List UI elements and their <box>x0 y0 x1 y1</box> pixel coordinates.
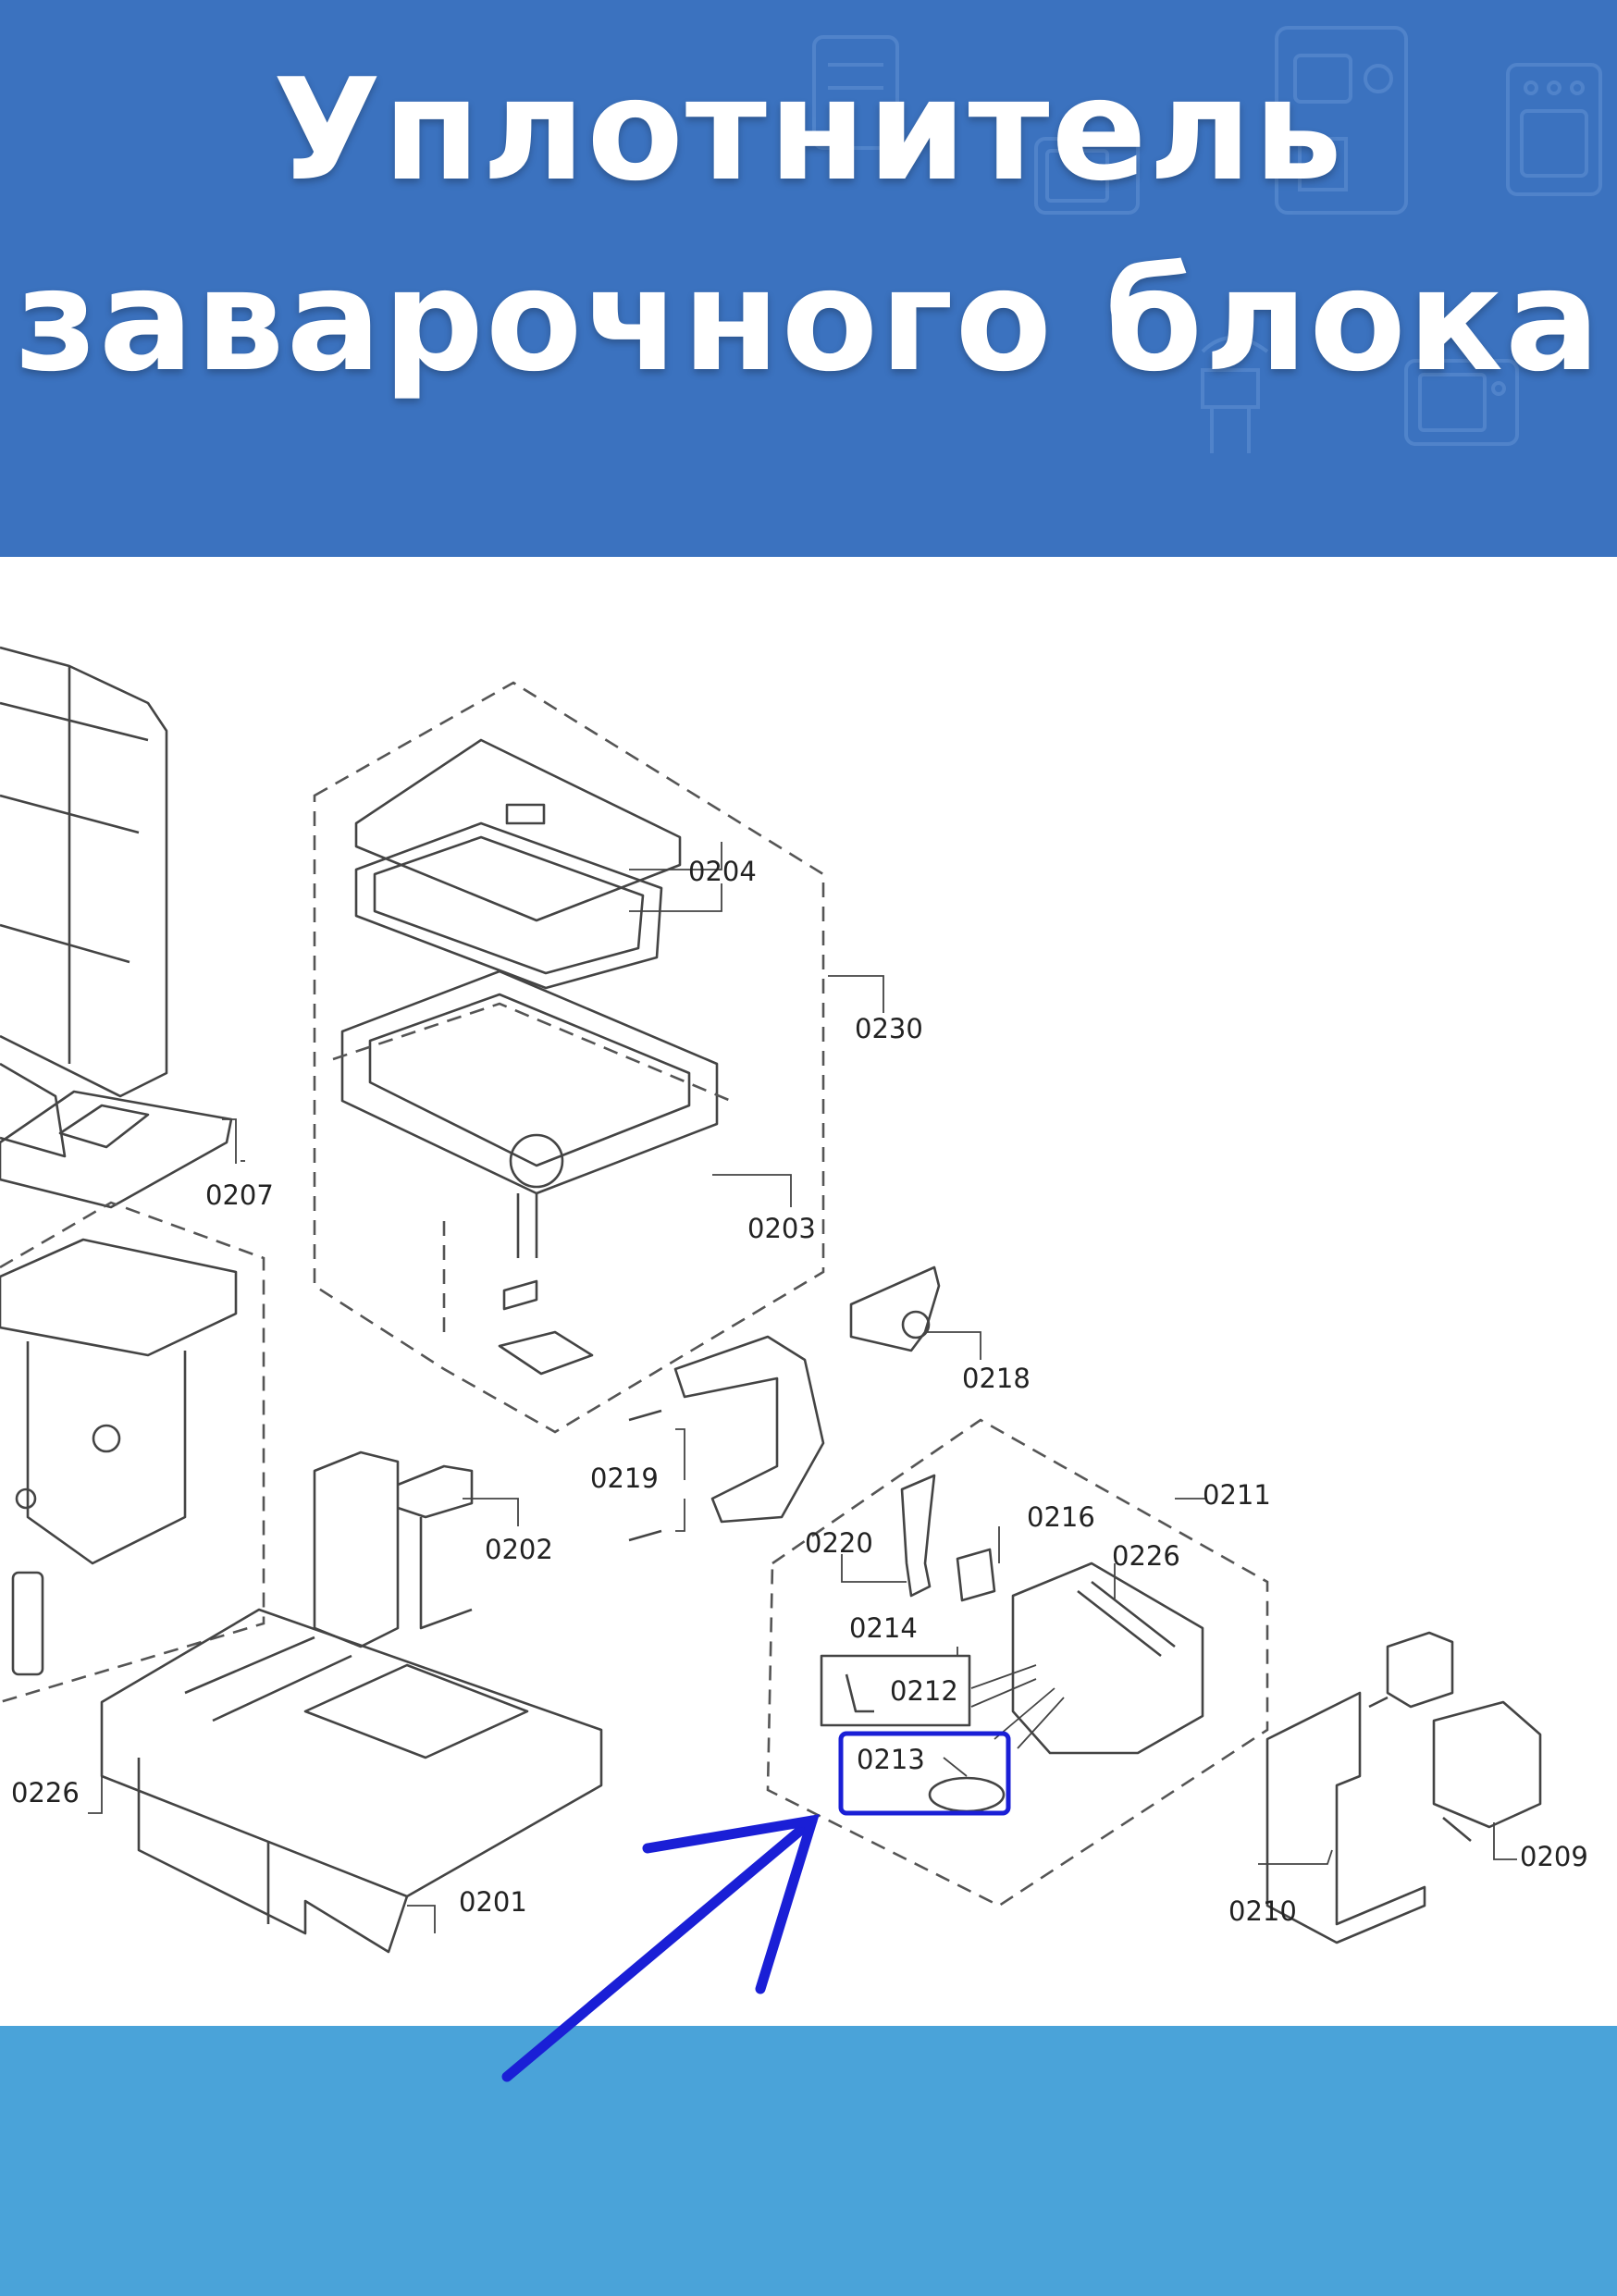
callout-0207: 0207 <box>205 1179 274 1211</box>
callout-0220: 0220 <box>805 1527 873 1559</box>
microwave-icon <box>1034 137 1140 215</box>
machine-frame <box>0 646 168 1158</box>
callout-0215: 0216 <box>1027 1501 1095 1533</box>
part-0207 <box>0 1090 237 1209</box>
callout-0211: 0211 <box>1203 1479 1271 1511</box>
part-base <box>88 1608 603 1954</box>
microwave-icon <box>1404 359 1519 446</box>
mixer-icon <box>1201 336 1269 453</box>
callout-0214: 0214 <box>849 1612 918 1644</box>
callout-0202: 0202 <box>485 1534 553 1565</box>
oven-icon <box>1506 63 1602 196</box>
callout-0219: 0219 <box>590 1463 659 1494</box>
part-0220 <box>841 1474 936 1598</box>
coffee-machine-icon <box>1275 26 1408 215</box>
callout-0218: 0218 <box>962 1363 1031 1394</box>
callout-0213: 0213 <box>857 1744 925 1775</box>
callout-0201: 0201 <box>459 1886 527 1918</box>
callout-0203: 0203 <box>747 1213 816 1244</box>
callout-0212: 0212 <box>890 1675 958 1707</box>
title-line-1: Уплотнитель <box>272 48 1345 212</box>
part-container <box>0 1238 238 1676</box>
background-appliance-icons <box>812 26 1602 453</box>
callout-0230: 0230 <box>855 1013 923 1044</box>
title-line-2: заварочного блока <box>15 239 1602 402</box>
part-0209 <box>1368 1631 1542 1860</box>
part-0219 <box>628 1335 825 1542</box>
part-0215 <box>956 1526 1000 1602</box>
callout-labels: 0204 0230 0207 0203 0218 0219 0211 0216 … <box>11 856 1588 1927</box>
part-0204 <box>354 738 722 990</box>
exploded-parts-diagram: 0204 0230 0207 0203 0218 0219 0211 0216 … <box>0 557 1617 2026</box>
parts-drawing <box>0 646 1542 1954</box>
header-banner: Уплотнитель заварочного блока <box>0 0 1617 557</box>
part-drip-pieces <box>498 1279 594 1376</box>
part-0203 <box>340 969 792 1258</box>
callout-0209: 0209 <box>1520 1841 1588 1872</box>
callout-0204: 0204 <box>688 856 757 887</box>
part-0218 <box>849 1265 981 1360</box>
footer-band <box>0 2026 1617 2296</box>
part-0212-0214 <box>820 1647 1037 1727</box>
coffee-machine-icon <box>812 35 899 150</box>
part-0210 <box>1258 1691 1426 1944</box>
callout-0210: 0210 <box>1228 1895 1297 1927</box>
callout-0216: 0226 <box>1112 1540 1180 1572</box>
callout-0226: 0226 <box>11 1777 80 1808</box>
